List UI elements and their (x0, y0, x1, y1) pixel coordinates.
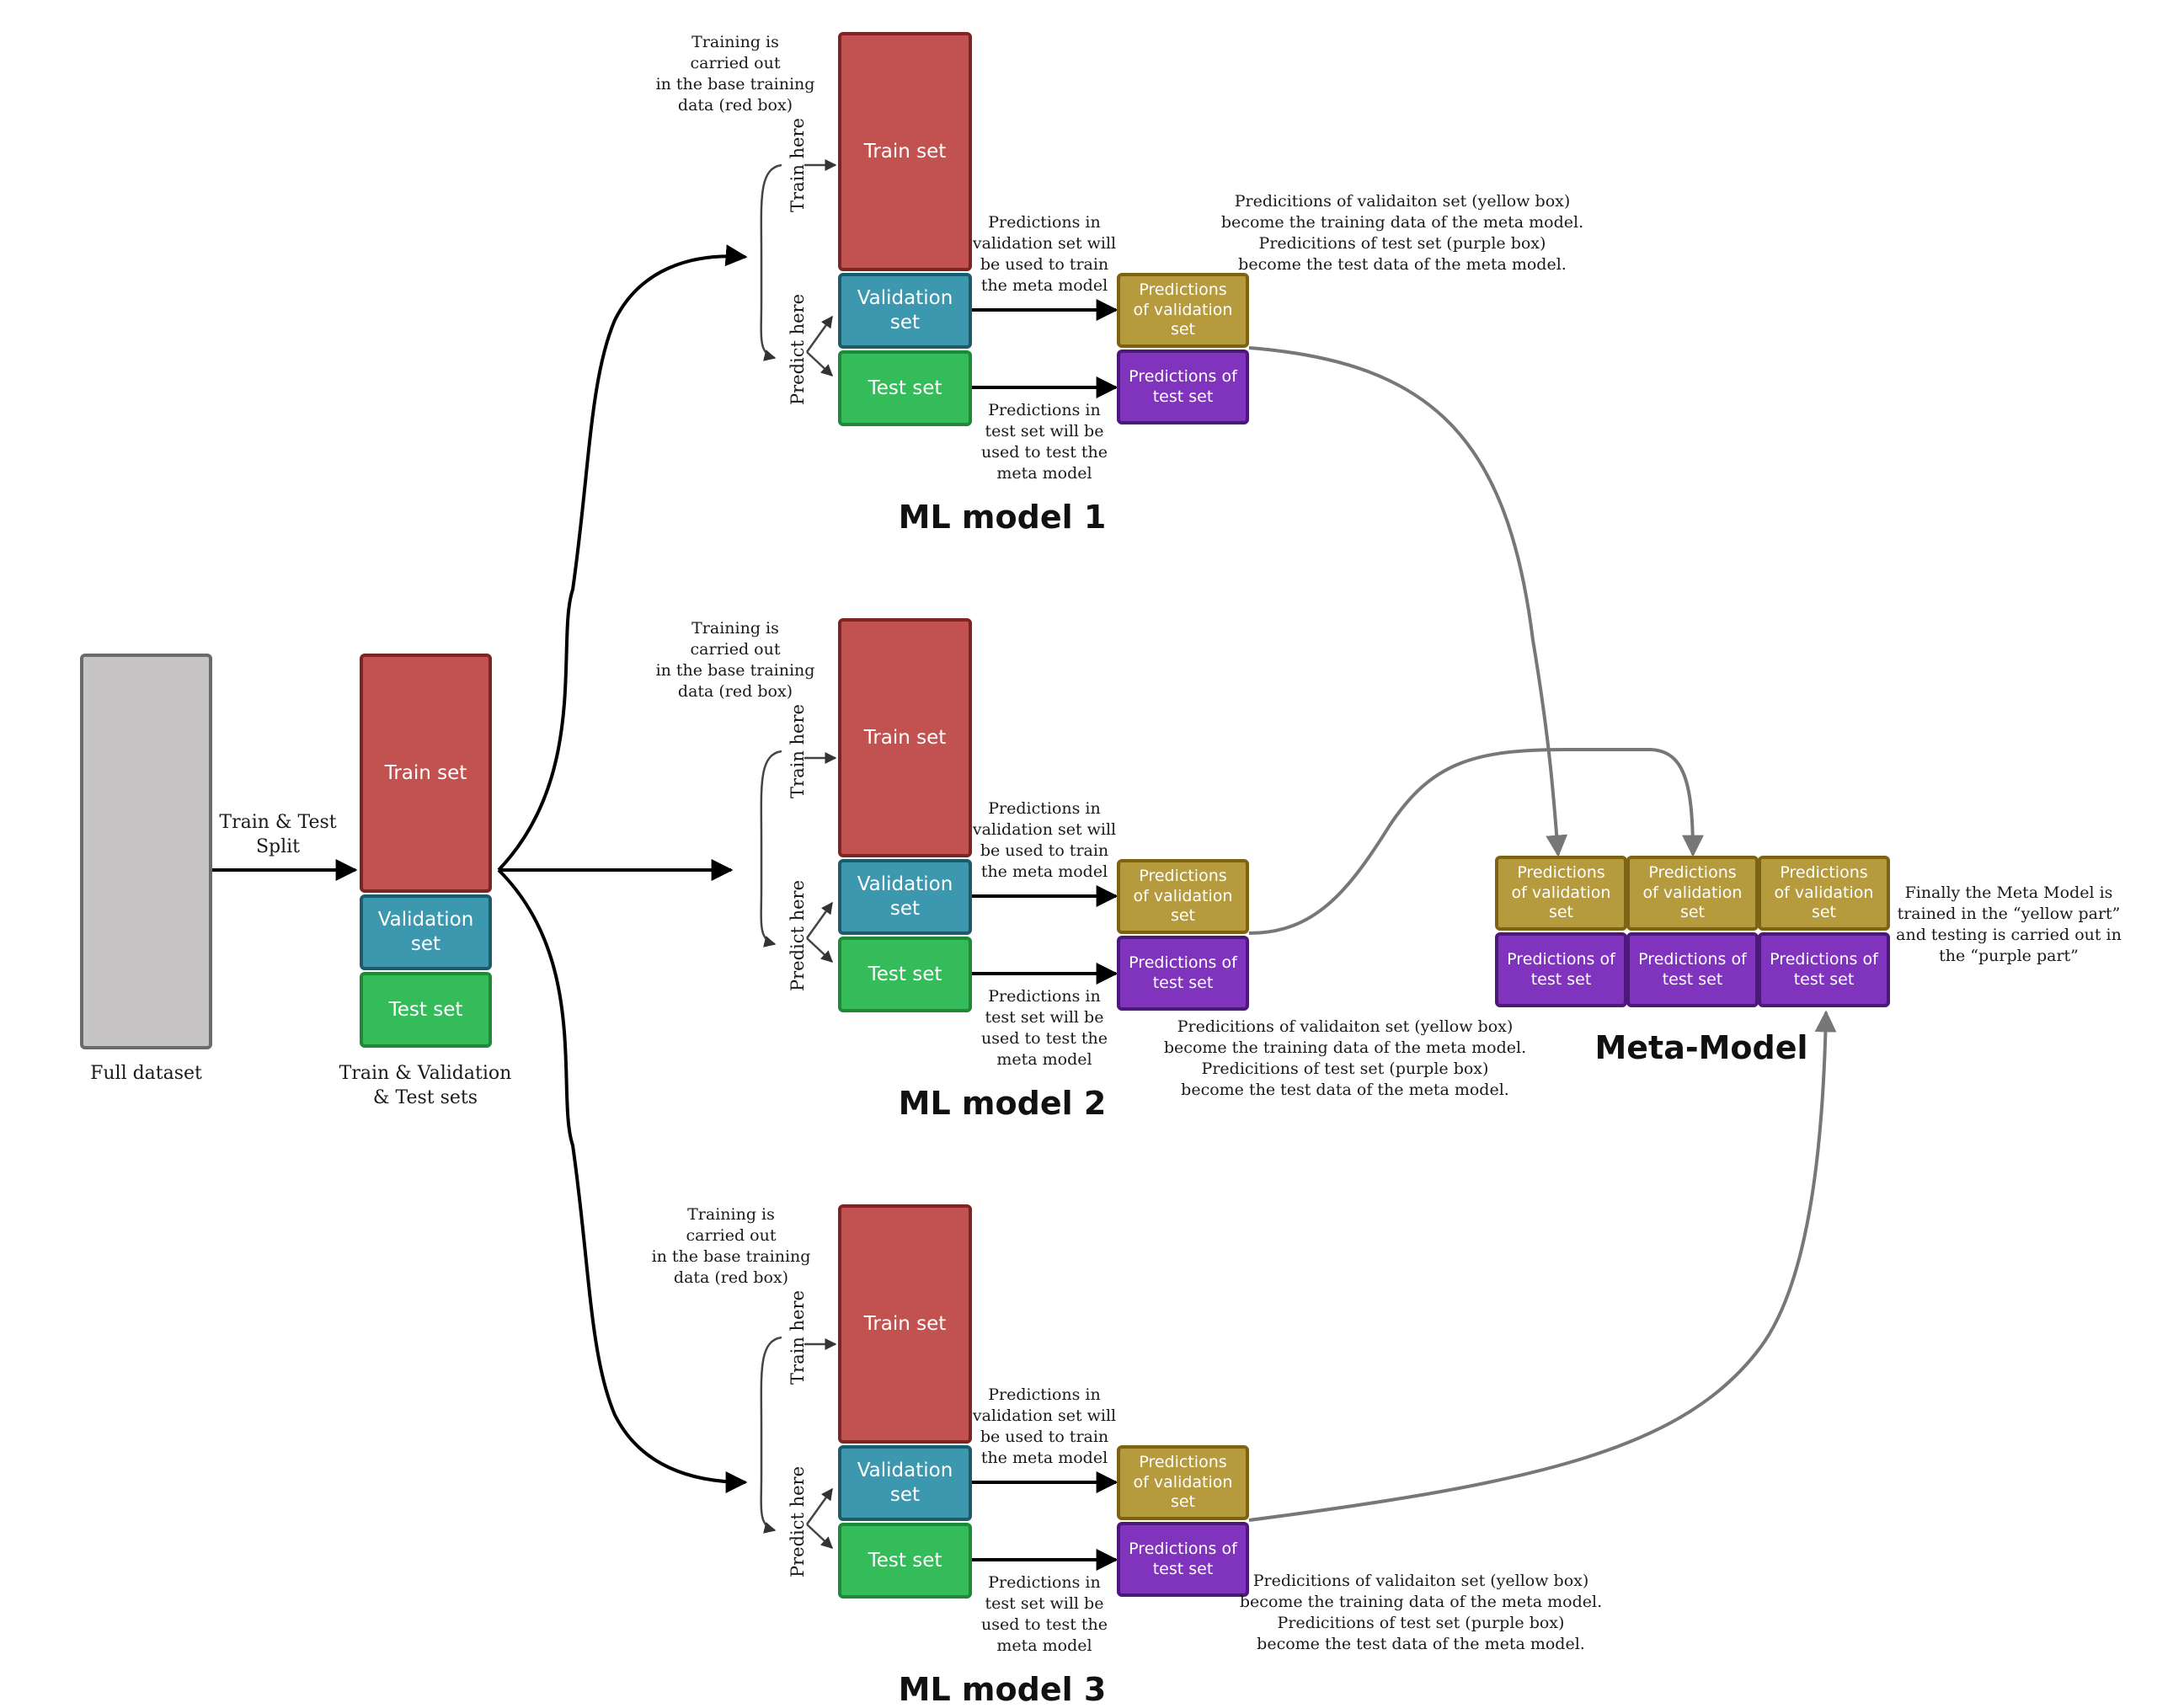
val-note-2: Predictions in validation set will be us… (972, 799, 1117, 882)
predict-val-arrow-1 (805, 315, 834, 353)
meta-note-2: Predicitions of validaiton set (yellow b… (1163, 1017, 1527, 1100)
predict-here-label-2: Predict here (788, 879, 808, 992)
model-2-test-box: Test set (838, 937, 972, 1012)
val-note-1: Predictions in validation set will be us… (972, 213, 1117, 296)
full-dataset-label: Full dataset (90, 1063, 202, 1084)
branch-arrow-model-1 (497, 244, 748, 872)
model-2-pred-val-box: Predictions of validation set (1117, 859, 1249, 934)
source-train-box: Train set (360, 654, 492, 893)
model-1-validation-box: Validation set (838, 273, 972, 349)
predict-test-arrow-3 (806, 1524, 834, 1549)
meta-model-title: Meta-Model (1594, 1029, 1808, 1066)
model-1-pred-test-box: Predictions of test set (1117, 350, 1249, 424)
val-note-3: Predictions in validation set will be us… (972, 1385, 1117, 1468)
training-note-3: Training is carried out in the base trai… (651, 1205, 811, 1288)
test-note-1: Predictions in test set will be used to … (981, 401, 1108, 483)
model-3-pred-test-box: Predictions of test set (1117, 1522, 1249, 1597)
model-2-title: ML model 2 (898, 1085, 1107, 1122)
meta-pred-test-box-1: Predictions of test set (1495, 932, 1627, 1007)
branch-arrow-model-3 (497, 868, 748, 1493)
test-note-2: Predictions in test set will be used to … (981, 987, 1108, 1070)
meta-final-note: Finally the Meta Model is trained in the… (1896, 883, 2122, 966)
training-note-2: Training is carried out in the base trai… (655, 619, 815, 702)
train-here-label-2: Train here (788, 704, 808, 798)
meta-pred-val-box-2: Predictions of validation set (1626, 856, 1759, 931)
train-brace-1 (760, 163, 782, 361)
predict-val-arrow-3 (805, 1487, 834, 1525)
train-brace-2 (760, 750, 782, 947)
train-brace-3 (760, 1336, 782, 1534)
sets-caption: Train & Validation & Test sets (339, 1063, 512, 1109)
model-2-train-box: Train set (838, 618, 972, 857)
predict-here-label-3: Predict here (788, 1465, 808, 1578)
predict-val-arrow-2 (805, 901, 834, 939)
meta-note-3: Predicitions of validaiton set (yellow b… (1239, 1572, 1603, 1654)
meta-pred-test-box-2: Predictions of test set (1626, 932, 1759, 1007)
model-3-title: ML model 3 (898, 1671, 1107, 1708)
split-label: Train & Test Split (219, 812, 337, 858)
test-note-3: Predictions in test set will be used to … (981, 1573, 1108, 1656)
model-3-test-box: Test set (838, 1523, 972, 1599)
model-1-test-box: Test set (838, 350, 972, 426)
predict-here-label-1: Predict here (788, 293, 808, 406)
meta-note-1: Predicitions of validaiton set (yellow b… (1220, 192, 1584, 275)
train-here-label-1: Train here (788, 118, 808, 212)
predict-test-arrow-1 (806, 351, 834, 376)
meta-connector-1 (1248, 346, 1568, 857)
predict-test-arrow-2 (806, 937, 834, 963)
full-dataset-box (80, 654, 212, 1049)
meta-connector-2 (1248, 748, 1704, 935)
model-1-title: ML model 1 (898, 499, 1107, 536)
model-3-pred-val-box: Predictions of validation set (1117, 1445, 1249, 1520)
meta-pred-val-box-3: Predictions of validation set (1758, 856, 1890, 931)
source-test-box: Test set (360, 972, 492, 1048)
meta-pred-test-box-3: Predictions of test set (1758, 932, 1890, 1007)
model-1-train-box: Train set (838, 32, 972, 271)
training-note-1: Training is carried out in the base trai… (655, 33, 815, 115)
meta-pred-val-box-1: Predictions of validation set (1495, 856, 1627, 931)
source-validation-box: Validation set (360, 894, 492, 970)
train-here-label-3: Train here (788, 1290, 808, 1385)
model-2-validation-box: Validation set (838, 859, 972, 935)
model-1-pred-val-box: Predictions of validation set (1117, 273, 1249, 348)
model-2-pred-test-box: Predictions of test set (1117, 936, 1249, 1011)
model-3-validation-box: Validation set (838, 1445, 972, 1521)
model-3-train-box: Train set (838, 1204, 972, 1444)
meta-connector-3 (1248, 1010, 1837, 1522)
